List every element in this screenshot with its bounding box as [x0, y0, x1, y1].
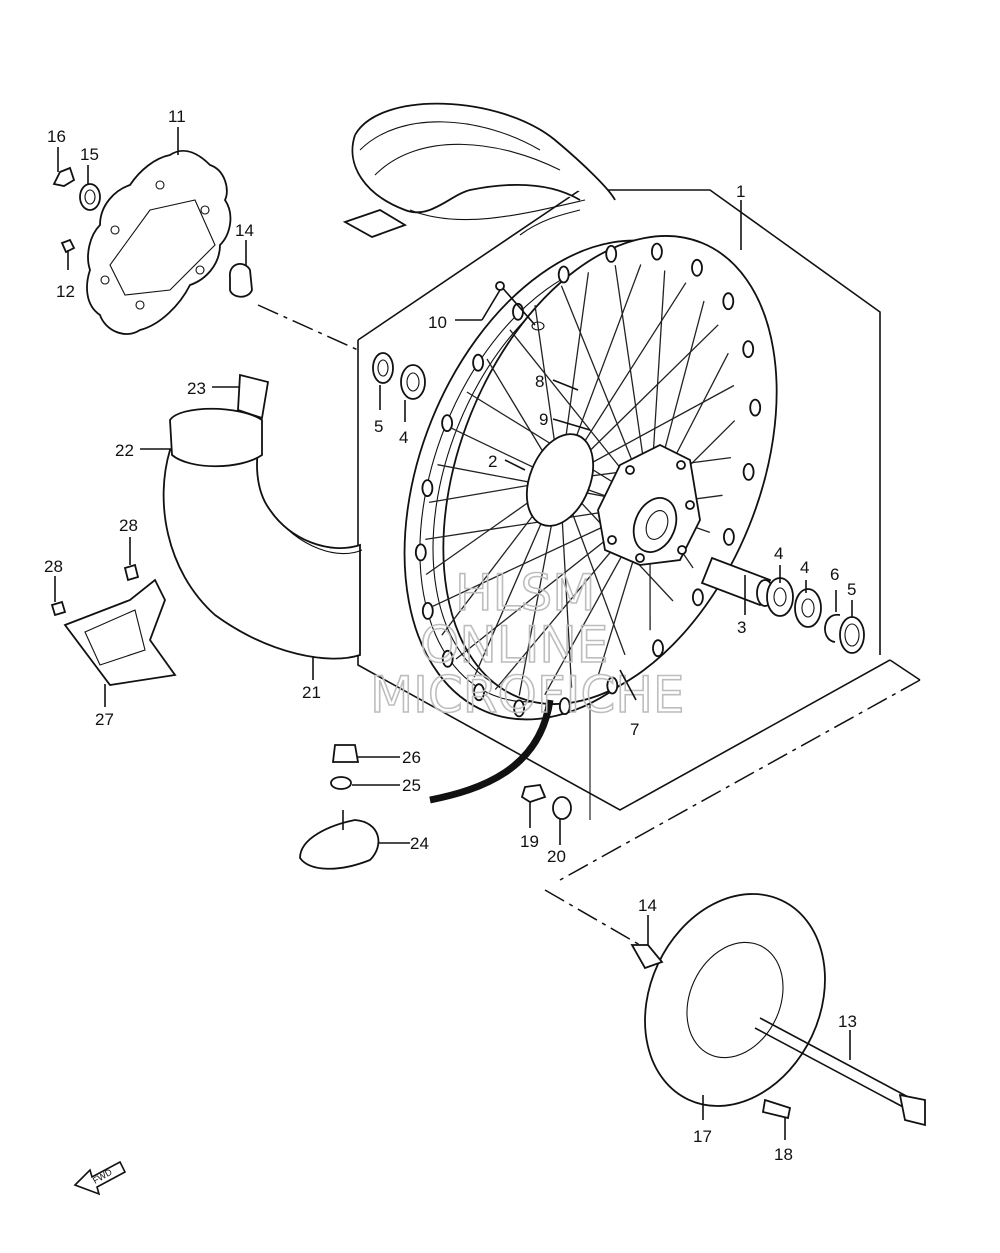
rim-tape-graphic: [429, 699, 554, 804]
callout-18: 18: [774, 1145, 793, 1164]
rim-hole: [441, 414, 454, 433]
axle-nut-graphic: [520, 784, 572, 820]
callout-27: 27: [95, 710, 114, 729]
assembly-frame: [357, 189, 921, 811]
tire-lower-graphic: [162, 373, 363, 660]
rim-hole: [691, 258, 703, 277]
callout-5b: 5: [847, 580, 856, 599]
rim-hole: [513, 699, 525, 718]
rim-hole: [558, 697, 571, 715]
rim-hole: [692, 588, 704, 607]
callout-3: 3: [737, 618, 746, 637]
rim-hole: [441, 649, 454, 668]
callout-26: 26: [402, 748, 421, 767]
callout-28b: 28: [44, 557, 63, 576]
watermark-line1: HLSM: [455, 564, 595, 622]
callout-10: 10: [428, 313, 447, 332]
rim-hole: [742, 340, 755, 359]
callout-21: 21: [302, 683, 321, 702]
rim-hole: [651, 242, 663, 261]
callout-28a: 28: [119, 516, 138, 535]
watermark-line3: MICROFICHE: [370, 666, 685, 724]
callout-4a: 4: [774, 544, 783, 563]
callout-4c: 4: [399, 428, 408, 447]
callout-2: 2: [488, 452, 497, 471]
callout-6: 6: [830, 565, 839, 584]
rim-hole: [557, 265, 570, 284]
callout-1: 1: [736, 182, 745, 201]
rim-holes: [414, 242, 762, 718]
rim-hole: [606, 676, 619, 695]
callout-11: 11: [168, 107, 186, 126]
callout-25: 25: [402, 776, 421, 795]
rim-hole: [723, 528, 735, 546]
callout-15: 15: [80, 145, 99, 164]
callout-13: 13: [838, 1012, 857, 1031]
rim-hole: [652, 639, 664, 658]
callout-14a: 14: [235, 221, 254, 240]
callout-24: 24: [410, 834, 429, 853]
wheel-rim-graphic: [403, 235, 778, 721]
rim-hole: [742, 462, 755, 481]
brake-disc-graphic: [86, 150, 232, 335]
right-bearings-graphic: [700, 556, 865, 654]
leader-lines: [54, 127, 853, 1140]
rim-hole: [421, 602, 434, 620]
rim-hole: [749, 398, 762, 417]
left-bearings-graphic: [372, 352, 426, 400]
rim-hole: [605, 244, 618, 263]
callout-7: 7: [630, 720, 639, 739]
callout-12: 12: [56, 282, 75, 301]
callout-9: 9: [539, 410, 548, 429]
callout-labels: 1 2 3 4 4 4 5 5 6 7 8 9 10 11 12 13 14 1…: [44, 107, 857, 1164]
rim-hole: [414, 543, 427, 562]
callout-22: 22: [115, 441, 134, 460]
valve-hardware-graphic: [299, 744, 380, 870]
sprocket-graphic: [630, 893, 826, 1107]
callout-20: 20: [547, 847, 566, 866]
callout-17: 17: [693, 1127, 712, 1146]
callout-16: 16: [47, 127, 66, 146]
rim-hole: [473, 683, 485, 702]
callout-5a: 5: [374, 417, 383, 436]
callout-4b: 4: [800, 558, 809, 577]
chain-guide-graphic: [50, 563, 177, 686]
callout-23: 23: [187, 379, 206, 398]
fwd-arrow-icon: FWD: [73, 1160, 127, 1196]
rim-hole: [472, 353, 485, 372]
watermark-line2: ONLINE: [420, 616, 608, 674]
rim-hole: [722, 292, 735, 311]
callout-14b: 14: [638, 896, 657, 915]
tire-upper-graphic: [342, 102, 616, 238]
hub-graphic: [525, 433, 701, 566]
axle-graphic: [754, 1017, 926, 1127]
callout-19: 19: [520, 832, 539, 851]
callout-8: 8: [535, 372, 544, 391]
rim-hole: [421, 479, 434, 498]
disc-hardware-graphic: [52, 166, 253, 298]
